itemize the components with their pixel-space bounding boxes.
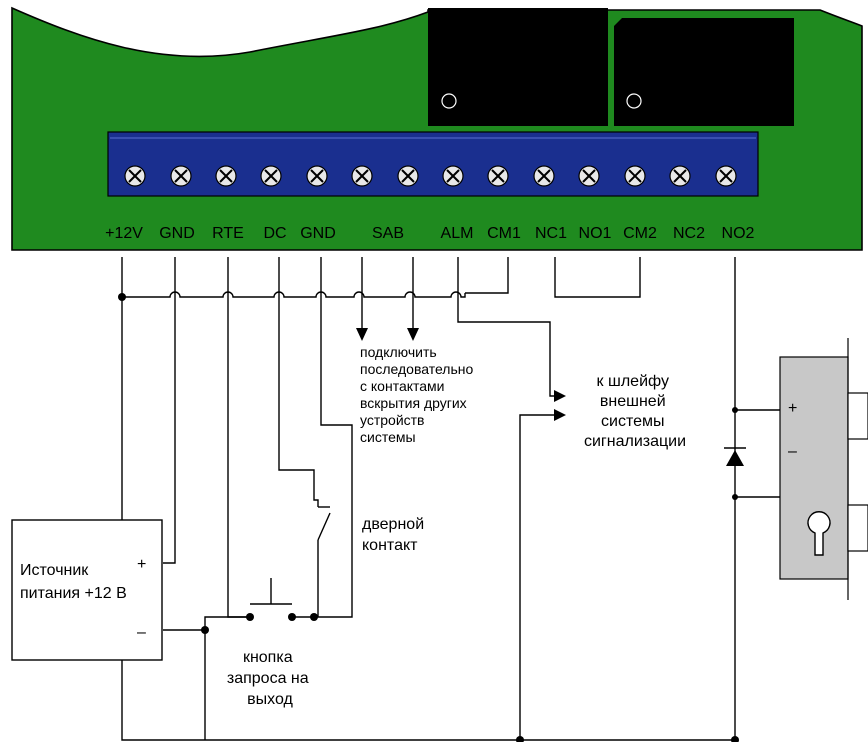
lock-bolt-1 — [847, 392, 868, 440]
terminal-label: NO2 — [722, 225, 755, 242]
junction-dot — [732, 494, 738, 500]
relay-2 — [614, 26, 794, 126]
terminal-label: GND — [159, 225, 195, 242]
alm-arrow — [554, 390, 566, 402]
terminal-label: RTE — [212, 225, 244, 242]
door-contact-line-2: контакт — [362, 537, 418, 554]
plus12v-wire — [121, 257, 736, 741]
dc-wire — [278, 257, 315, 483]
tamper-note-line-2: последовательно — [360, 361, 473, 377]
junction-dot — [731, 736, 739, 742]
terminal-block — [107, 131, 759, 197]
lock-plus-label: + — [788, 400, 797, 417]
lock-faceplate — [779, 356, 849, 580]
terminal-label: +12V — [105, 225, 143, 242]
relay-1 — [428, 8, 608, 126]
terminal-labels: +12V GND RTE DC GND SAB ALM CM1 NC1 NO1 CM2 NC2 NO2 — [105, 225, 754, 242]
power-supply-line-1: Источник — [20, 562, 89, 579]
relay-2-top — [614, 18, 794, 26]
tamper-bus-line — [122, 291, 466, 298]
terminal-label: CM2 — [623, 225, 657, 242]
terminal-screw — [715, 165, 737, 187]
tamper-note: подключить последовательно с контактами … — [360, 344, 477, 445]
lock-minus-label: – — [788, 443, 797, 460]
relay-1-hole — [441, 93, 457, 109]
terminal-screw — [442, 165, 464, 187]
gnd2-wire — [314, 257, 353, 618]
diode-symbol — [726, 450, 744, 466]
alarm-note-line-2: внешней — [600, 393, 666, 410]
button-ground-wire — [204, 616, 250, 630]
relay-2-hole — [626, 93, 642, 109]
power-supply-label: Источник питания +12 В — [20, 562, 127, 602]
exit-button-label: кнопка запроса на выход — [227, 649, 313, 708]
terminal-screw — [669, 165, 691, 187]
junction-dot — [246, 613, 254, 621]
sab-arrow-2 — [407, 328, 419, 341]
terminal-screws — [124, 165, 737, 187]
alarm-return-arrow — [554, 409, 566, 421]
tamper-note-line-4: вскрытия других — [360, 395, 467, 411]
terminal-label: NC2 — [673, 225, 705, 242]
junction-dot — [310, 613, 318, 621]
door-contact-switch — [317, 512, 331, 541]
tamper-note-line-3: с контактами — [360, 378, 445, 394]
power-supply-box — [11, 519, 163, 661]
terminal-label: CM1 — [487, 225, 521, 242]
junction-dot — [118, 293, 126, 301]
keyhole-icon — [807, 511, 831, 556]
exit-button-line-3: выход — [247, 691, 293, 708]
junction-dot — [732, 407, 738, 413]
exit-button-line-2: запроса на — [227, 670, 309, 687]
alarm-note: к шлейфу внешней системы сигнализации — [584, 373, 686, 450]
alarm-note-line-4: сигнализации — [584, 433, 686, 450]
terminal-label: NC1 — [535, 225, 567, 242]
gnd-wire — [163, 257, 176, 564]
terminal-screw — [487, 165, 509, 187]
junction-dot — [516, 736, 524, 742]
terminal-screw — [306, 165, 328, 187]
junction-dots — [118, 293, 739, 742]
junction-dot — [201, 626, 209, 634]
terminal-screw — [624, 165, 646, 187]
terminal-screw — [170, 165, 192, 187]
power-minus-label: – — [137, 624, 146, 641]
terminal-screw — [351, 165, 373, 187]
terminal-label: GND — [300, 225, 336, 242]
alarm-note-line-3: системы — [601, 413, 664, 430]
terminal-label: NO1 — [579, 225, 612, 242]
door-contact-line-1: дверной — [362, 516, 424, 533]
alarm-note-line-1: к шлейфу — [597, 373, 669, 390]
terminal-screw — [397, 165, 419, 187]
tamper-note-line-6: системы — [360, 429, 416, 445]
terminal-screw — [260, 165, 282, 187]
terminal-label: SAB — [372, 225, 404, 242]
power-supply-line-2: питания +12 В — [20, 585, 127, 602]
cm1-wire — [465, 257, 509, 294]
sab-arrow-1 — [356, 328, 368, 341]
rte-wire — [227, 257, 250, 618]
door-contact-label: дверной контакт — [362, 516, 429, 554]
terminal-screw — [578, 165, 600, 187]
tamper-note-line-5: устройств — [360, 412, 425, 428]
power-minus-wire — [163, 629, 206, 740]
lock-bolt-2 — [847, 504, 868, 552]
terminal-screw — [215, 165, 237, 187]
terminal-label: ALM — [441, 225, 474, 242]
terminal-screw — [124, 165, 146, 187]
terminal-screw — [533, 165, 555, 187]
door-contact-upper-wire — [313, 483, 319, 507]
power-plus-label: + — [137, 556, 146, 573]
tamper-note-line-1: подключить — [360, 344, 437, 360]
nc1-cm2-link — [554, 257, 641, 298]
junction-dot — [288, 613, 296, 621]
terminal-label: DC — [263, 225, 286, 242]
alarm-return-wire — [519, 414, 562, 740]
exit-button-line-1: кнопка — [243, 649, 293, 666]
